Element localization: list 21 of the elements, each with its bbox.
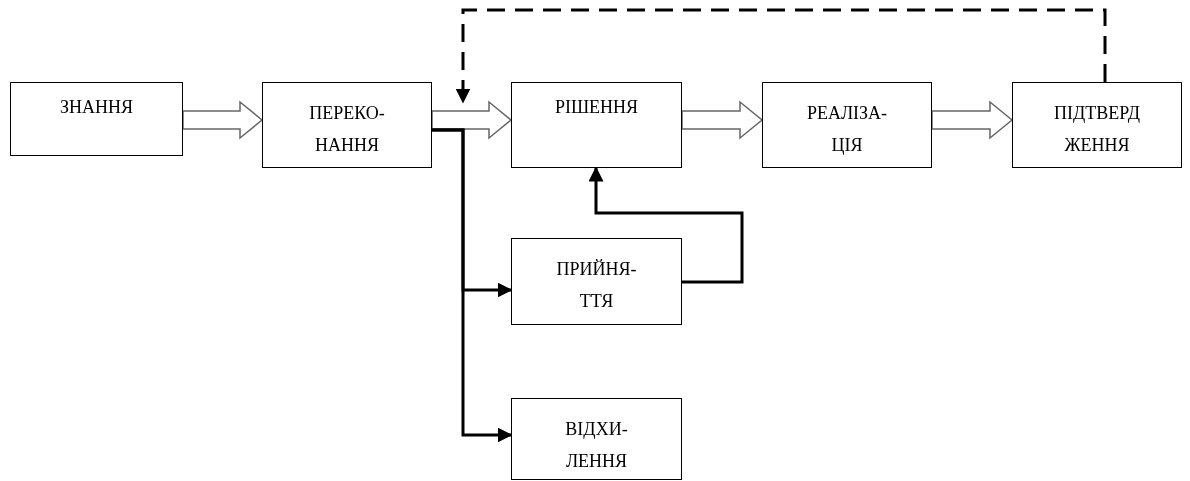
process-box — [262, 82, 432, 168]
box-label: ПЕРЕКО- НАННЯ — [308, 102, 386, 157]
box-label: ПРИЙНЯ- ТТЯ — [555, 258, 638, 313]
box-label: РІШЕННЯ — [554, 96, 639, 119]
arrow — [455, 8, 1107, 104]
process-box — [511, 238, 682, 325]
hollow-arrow — [931, 100, 1014, 140]
box-label: РЕАЛІЗА- ЦІЯ — [805, 102, 889, 157]
process-box — [10, 82, 183, 156]
box-label: ЗНАННЯ — [60, 96, 133, 119]
hollow-arrow — [681, 100, 764, 140]
hollow-arrow — [182, 100, 264, 140]
process-box — [511, 82, 682, 168]
hollow-arrow — [431, 100, 513, 140]
process-box — [511, 398, 682, 480]
arrow — [432, 128, 513, 443]
box-label: ПІДТВЕРД ЖЕННЯ — [1052, 102, 1142, 157]
arrow — [588, 166, 744, 284]
box-label: ВІДХИ- ЛЕННЯ — [564, 418, 629, 473]
process-box — [1012, 82, 1182, 168]
process-box — [762, 82, 932, 168]
